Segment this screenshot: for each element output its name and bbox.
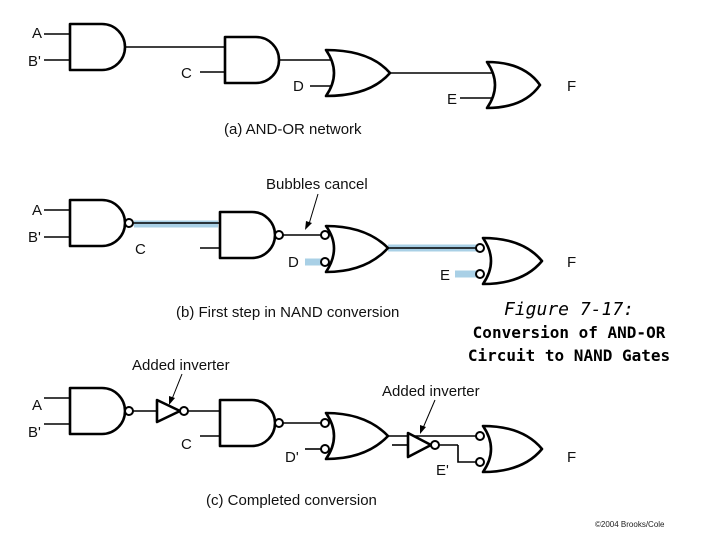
copyright-notice: ©2004 Brooks/Cole xyxy=(595,520,665,529)
or-gate-1 xyxy=(324,224,390,274)
label-d: D' xyxy=(285,449,299,466)
bubble-nand1-out xyxy=(124,406,134,416)
wire-c-inv2-out xyxy=(457,445,476,463)
bubble-or1-in-bottom xyxy=(320,444,330,454)
bubble-or1-in-bottom xyxy=(320,257,330,267)
or-gate-1 xyxy=(324,411,390,461)
label-b: B' xyxy=(28,424,41,441)
bubble-nand1-out xyxy=(124,218,134,228)
bubble-or2-in-bottom xyxy=(475,457,485,467)
label-f: F xyxy=(567,254,576,271)
label-f: F xyxy=(567,78,576,95)
nand-gate-1 xyxy=(68,198,127,248)
caption-b: (b) First step in NAND conversion xyxy=(176,304,399,321)
arrow-head-bubbles-cancel xyxy=(305,221,312,230)
inverter-1 xyxy=(155,398,182,424)
label-d: D xyxy=(293,78,304,95)
bubble-inverter1-out xyxy=(179,406,189,416)
figure-title-line-1: Conversion of AND-OR xyxy=(472,323,666,342)
label-d: D xyxy=(288,254,299,271)
label-e: E xyxy=(440,267,450,284)
label-c: C xyxy=(135,241,146,258)
arrow-added-inverter-right xyxy=(422,399,436,429)
arrow-head-added-inverter-right xyxy=(420,425,426,434)
or-gate-2 xyxy=(485,60,542,110)
nand-gate-2 xyxy=(218,398,277,448)
label-a: A xyxy=(32,202,42,219)
figure-title-line-2: Circuit to NAND Gates xyxy=(467,346,671,365)
figure-title-block: Figure 7-17: Conversion of AND-OR Circui… xyxy=(438,298,700,367)
or-gate-2 xyxy=(481,424,544,474)
nand-gate-2 xyxy=(218,210,277,260)
label-c: C xyxy=(181,436,192,453)
bubble-inverter2-out xyxy=(430,440,440,450)
bubble-or1-in-top xyxy=(320,418,330,428)
note-bubbles-cancel: Bubbles cancel xyxy=(266,176,368,193)
panel-b: Bubbles cancel A B' C D E F (b) First st… xyxy=(28,176,576,321)
label-b: B' xyxy=(28,53,41,70)
panel-c: Added inverter Added inverter A B' C D' … xyxy=(28,357,576,509)
bubble-or2-in-top xyxy=(475,431,485,441)
label-f: F xyxy=(567,449,576,466)
label-a: A xyxy=(32,397,42,414)
caption-c: (c) Completed conversion xyxy=(206,492,377,509)
arrow-added-inverter-left xyxy=(171,373,183,400)
bubble-or1-in-top xyxy=(320,230,330,240)
label-e: E xyxy=(447,91,457,108)
arrow-bubbles-cancel xyxy=(308,193,319,225)
or-gate-1 xyxy=(324,48,392,98)
arrow-head-added-inverter-left xyxy=(169,396,175,405)
inverter-2 xyxy=(406,431,433,459)
nand-gate-1 xyxy=(68,386,127,436)
label-b: B' xyxy=(28,229,41,246)
or-gate-2 xyxy=(481,236,544,286)
label-e: E' xyxy=(436,462,449,479)
panel-a: A B' C D E F (a) AND-OR network xyxy=(28,22,576,138)
note-added-inverter-right: Added inverter xyxy=(382,383,480,400)
and-gate-2 xyxy=(223,35,281,85)
bubble-nand2-out xyxy=(274,418,284,428)
figure-number: Figure 7-17: xyxy=(503,299,635,320)
label-c: C xyxy=(181,65,192,82)
note-added-inverter-left: Added inverter xyxy=(132,357,230,374)
label-a: A xyxy=(32,25,42,42)
bubble-or2-in-bottom xyxy=(475,269,485,279)
and-gate-1 xyxy=(68,22,127,72)
bubble-or2-in-top xyxy=(475,243,485,253)
caption-a: (a) AND-OR network xyxy=(224,121,362,138)
bubble-nand2-out xyxy=(274,230,284,240)
